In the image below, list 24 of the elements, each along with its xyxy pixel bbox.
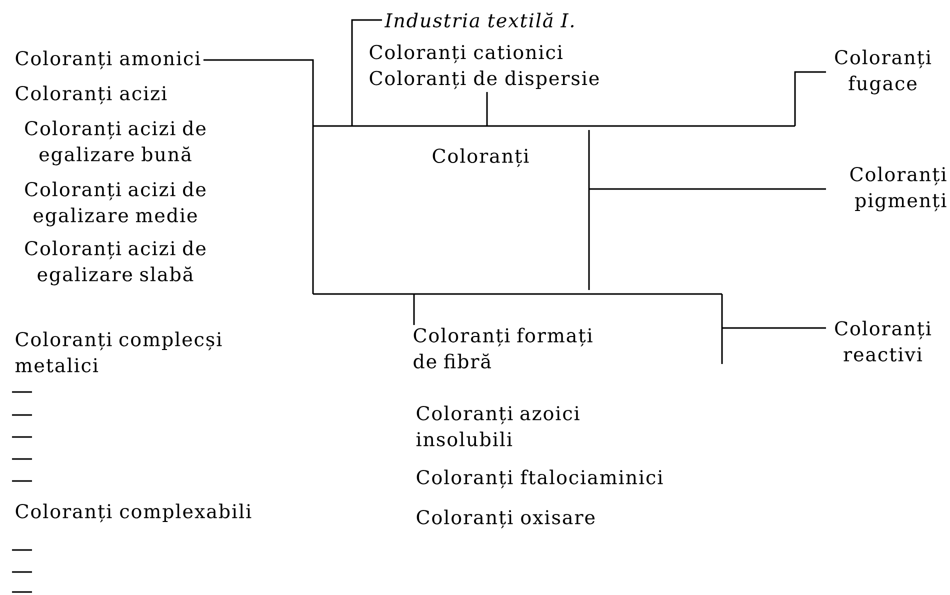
category-text: Industria textilă I.: [384, 12, 574, 28]
category-label: Coloranți ftalociaminici: [416, 470, 663, 488]
connector-line: [589, 188, 826, 190]
category-label: Coloranți acizi de egalizare slabă: [25, 240, 206, 286]
connector-line: [351, 19, 382, 126]
classification-frame: Coloranți: [312, 125, 795, 295]
category-label: Coloranți oxisare: [416, 510, 595, 528]
connector-line: [794, 71, 826, 126]
category-label: Coloranți acizi de egalizare medie: [25, 182, 206, 226]
category-label: Coloranți acizi: [16, 86, 167, 104]
category-text: Coloranți amonici: [16, 50, 200, 70]
category-text: Coloranți pigmenți: [850, 166, 946, 212]
connector-line: [203, 59, 314, 126]
connector-line: [721, 293, 827, 365]
category-label: Coloranți complexabili: [16, 504, 252, 522]
connector-line: [486, 92, 488, 126]
category-text: Coloranți cationici Coloranți de dispersie: [370, 44, 599, 90]
category-text: Coloranți reactivi: [835, 320, 932, 362]
category-text: Coloranți formați de fibră: [414, 328, 592, 368]
category-label: Coloranți azoici insolubili: [416, 406, 580, 446]
category-label: Coloranți acizi de egalizare bună: [25, 120, 206, 166]
category-text: Coloranți fugace: [835, 50, 932, 94]
category-label: Coloranți complecși metalici: [15, 332, 222, 372]
connector-line: [413, 294, 415, 325]
